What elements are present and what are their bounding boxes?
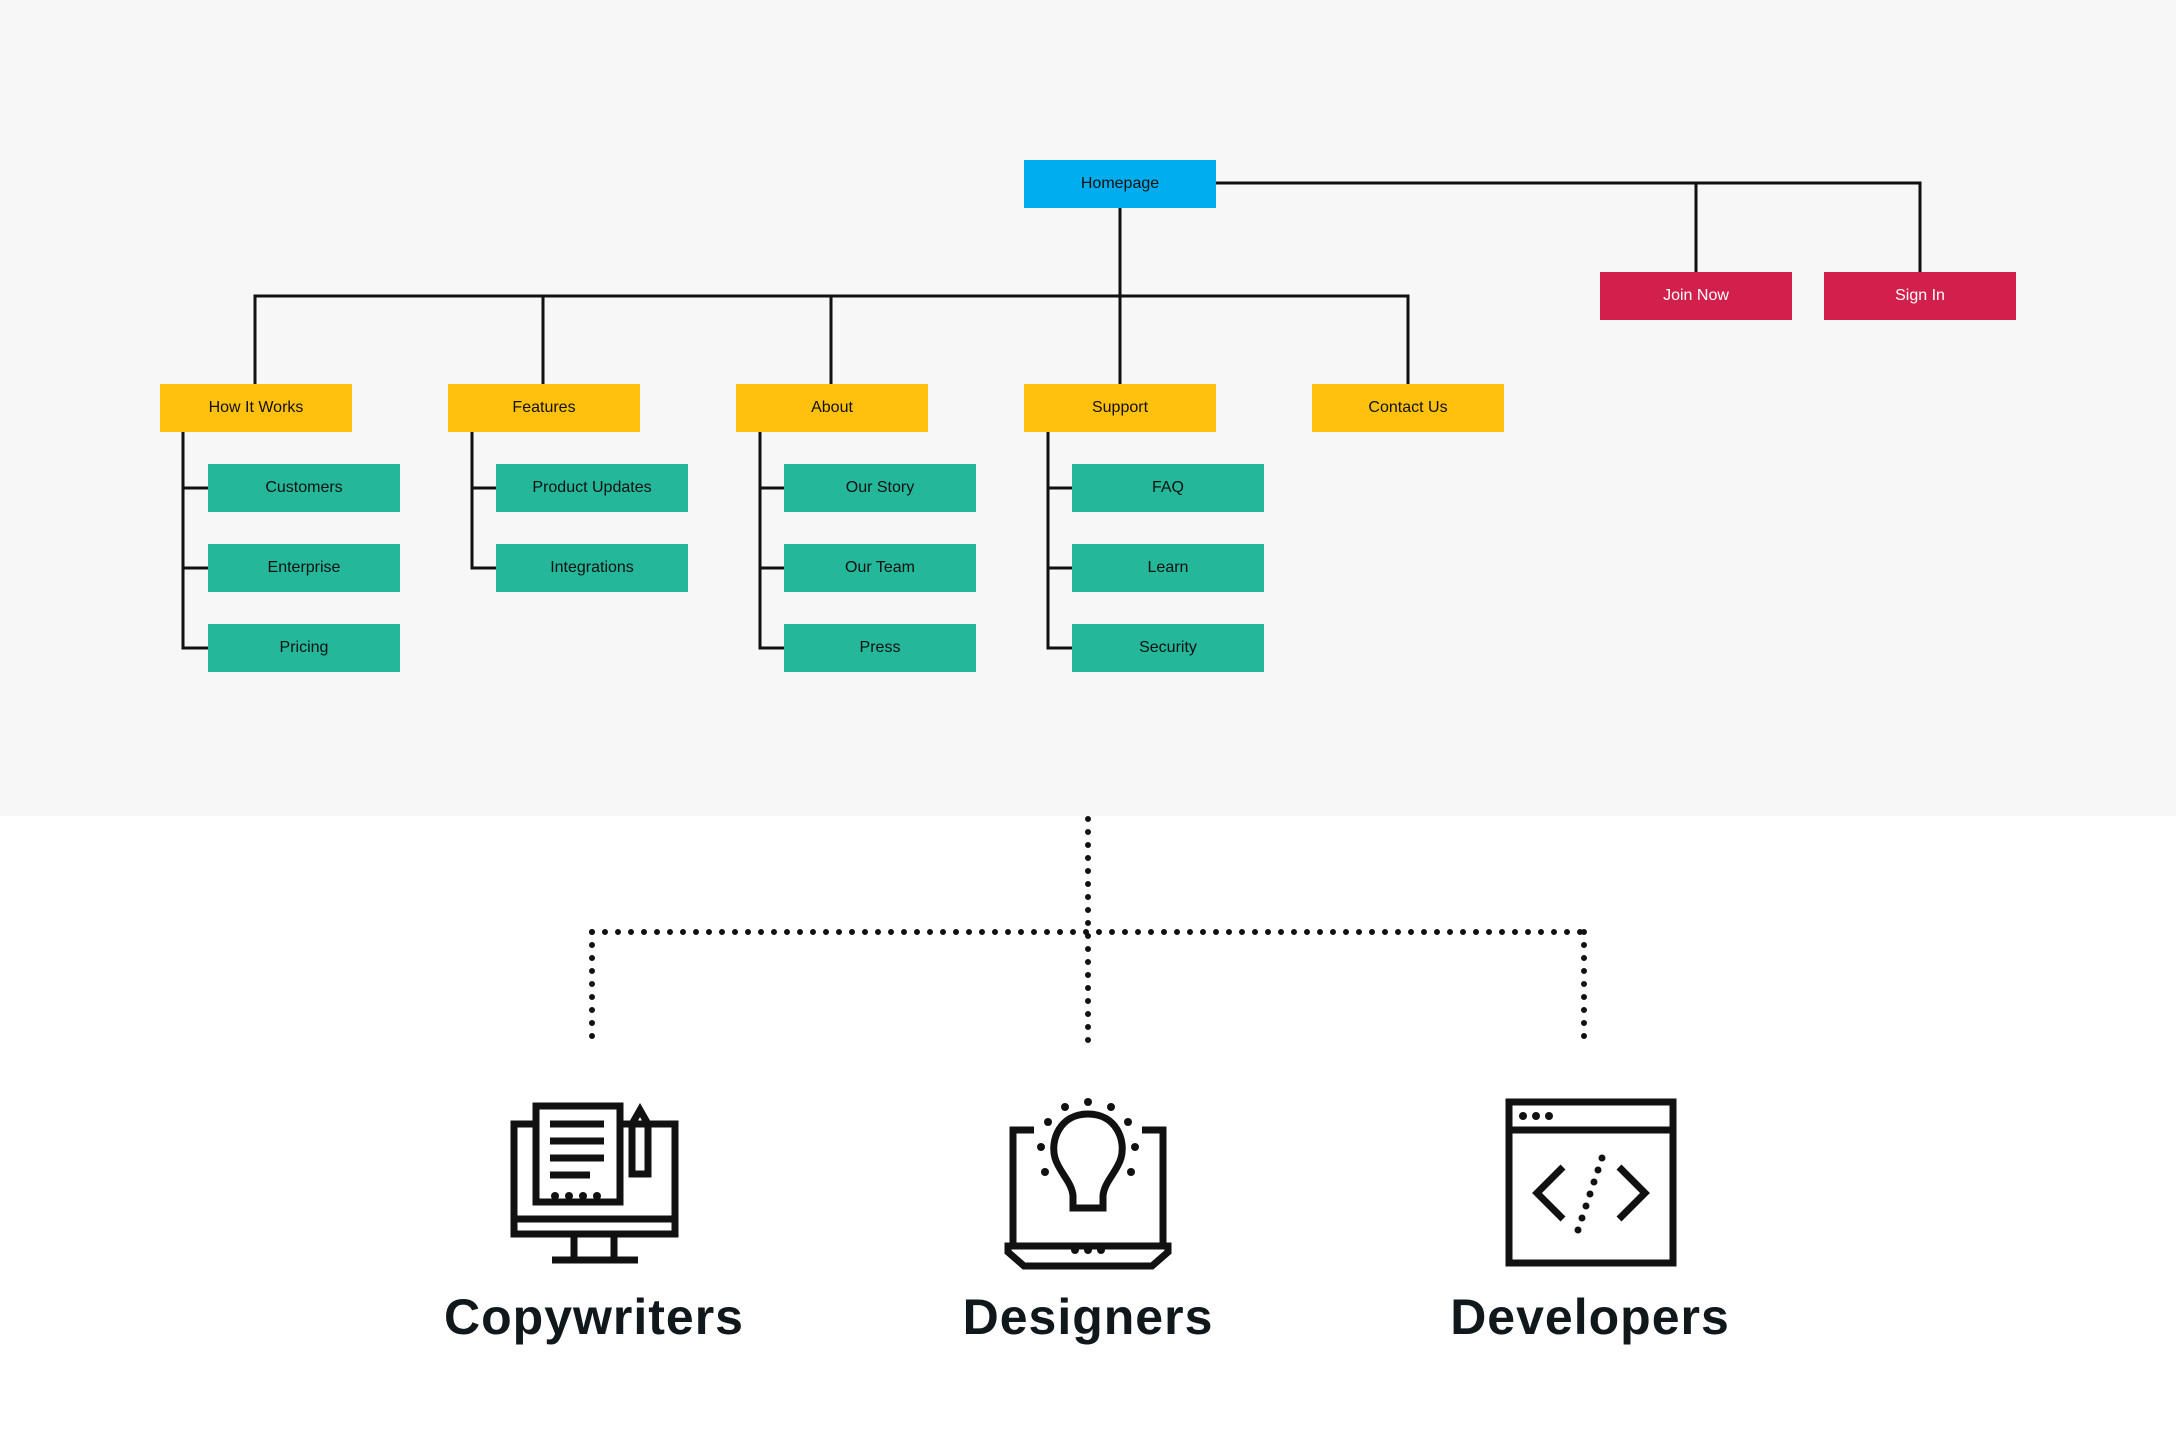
lightbulb-rays bbox=[1037, 1098, 1139, 1254]
monitor-document-icon bbox=[510, 1102, 679, 1264]
browser-code-dots bbox=[1519, 1112, 1606, 1234]
node-homepage[interactable]: Homepage bbox=[1024, 160, 1216, 208]
node-press[interactable]: Press bbox=[784, 624, 976, 672]
browser-code-icon bbox=[1505, 1098, 1677, 1267]
node-integrations[interactable]: Integrations bbox=[496, 544, 688, 592]
connector-home-auth bbox=[1213, 181, 1922, 274]
node-how-it-works[interactable]: How It Works bbox=[160, 384, 352, 432]
role-label-copywriters: Copywriters bbox=[444, 1289, 744, 1345]
node-customers[interactable]: Customers bbox=[208, 464, 400, 512]
role-developers: Developers bbox=[1380, 1288, 1800, 1358]
node-our-story[interactable]: Our Story bbox=[784, 464, 976, 512]
node-contact-us[interactable]: Contact Us bbox=[1312, 384, 1504, 432]
role-label-designers: Designers bbox=[962, 1289, 1214, 1345]
connector-how-it-works bbox=[181, 430, 210, 650]
node-product-updates[interactable]: Product Updates bbox=[496, 464, 688, 512]
node-our-team[interactable]: Our Team bbox=[784, 544, 976, 592]
connector-home-sections bbox=[253, 205, 1410, 386]
connector-about bbox=[758, 430, 786, 650]
node-sign-in[interactable]: Sign In bbox=[1824, 272, 2016, 320]
role-copywriters: Copywriters bbox=[384, 1288, 804, 1358]
node-pricing[interactable]: Pricing bbox=[208, 624, 400, 672]
node-about[interactable]: About bbox=[736, 384, 928, 432]
role-label-developers: Developers bbox=[1450, 1289, 1730, 1345]
connector-features bbox=[470, 430, 498, 570]
role-designers: Designers bbox=[878, 1288, 1298, 1358]
connector-support bbox=[1046, 430, 1074, 650]
node-faq[interactable]: FAQ bbox=[1072, 464, 1264, 512]
monitor-document-dots bbox=[551, 1192, 601, 1200]
laptop-lightbulb-icon bbox=[1004, 1110, 1172, 1270]
node-learn[interactable]: Learn bbox=[1072, 544, 1264, 592]
node-features[interactable]: Features bbox=[448, 384, 640, 432]
node-security[interactable]: Security bbox=[1072, 624, 1264, 672]
node-enterprise[interactable]: Enterprise bbox=[208, 544, 400, 592]
node-join-now[interactable]: Join Now bbox=[1600, 272, 1792, 320]
node-support[interactable]: Support bbox=[1024, 384, 1216, 432]
